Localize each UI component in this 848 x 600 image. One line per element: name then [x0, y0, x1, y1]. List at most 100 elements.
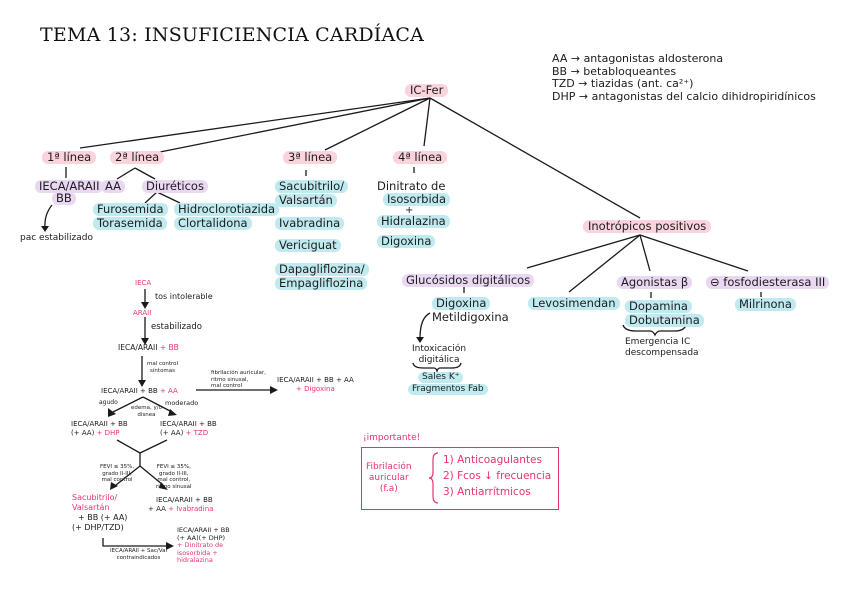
- aa-node: AA: [101, 180, 126, 193]
- flow-right-branch: IECA/ARAII + BB (+ AA) + TZD: [160, 420, 217, 438]
- agonistas-label: Agonistas β: [617, 276, 693, 289]
- arrowhead: [416, 337, 424, 343]
- note-line: IECA/ARAII + Sac/Val: [110, 548, 167, 554]
- levosimendan-node: Levosimendan: [528, 297, 620, 310]
- note-line: mal control: [211, 383, 243, 389]
- condition-line: (f.a): [379, 484, 398, 494]
- flow-step3: IECA/ARAII + BB: [118, 342, 179, 353]
- drug-item: Dopamina: [625, 300, 692, 313]
- arrowhead: [141, 302, 149, 309]
- flow-mal-control: mal control síntomas: [147, 361, 178, 374]
- thiazide-diuretics: Hidroclorotiazida Clortalidona: [174, 203, 280, 231]
- important-item: 2) Fcos ↓ frecuencia: [443, 470, 552, 482]
- note-line: mal control: [147, 361, 179, 367]
- flow-text: IECA/ARAII: [118, 343, 158, 352]
- drug-item: Metildigoxina: [432, 310, 509, 324]
- note-line: fibrilación auricular,: [211, 370, 266, 376]
- condition-line: Fibrilación: [366, 462, 412, 472]
- intox-line: digitálica: [418, 355, 460, 365]
- first-line-drug: IECA/ARAII: [35, 180, 104, 193]
- flow-bottom-note: IECA/ARAII + Sac/Val contraindicados: [110, 548, 167, 561]
- condition-line: auricular: [368, 473, 409, 483]
- fourth-line-label: 4ª línea: [393, 151, 448, 164]
- flow-text-highlight: Valsartán: [72, 503, 110, 512]
- arrowhead: [166, 542, 174, 550]
- connector-root-inotropicos: [429, 97, 641, 219]
- flow-estabilizado: estabilizado: [151, 322, 202, 332]
- flow-text: + AA: [148, 505, 166, 513]
- note-line: grado II-III,: [158, 470, 189, 477]
- legend-item: DHP → antagonistas del calcio dihidropir…: [552, 89, 816, 103]
- first-line-label: 1ª línea: [42, 151, 97, 164]
- flow-edema: edema, y/o disnea: [131, 405, 162, 418]
- drug-item: Vericiguat: [275, 239, 341, 252]
- flow-text-highlight: hidralazina: [177, 556, 213, 564]
- treatment-item: Sales K⁺: [418, 372, 464, 383]
- agonistas-drugs: Dopamina Dobutamina: [625, 300, 704, 328]
- flow-moderado: moderado: [165, 399, 199, 407]
- root-node: IC-Fer: [405, 84, 449, 97]
- arrowhead: [168, 409, 177, 416]
- fourth-line-drugs: Dinitrato de Isosorbida + Hidralazina Di…: [377, 180, 451, 249]
- drug-item: Empagliflozina: [275, 277, 368, 290]
- note-line: ritmo sinusal,: [211, 376, 249, 383]
- flow-text-highlight: + Dinitrato de: [177, 541, 224, 549]
- drug-item: Hidralazina: [377, 215, 450, 228]
- flow-fevi-left: FEVI ≤ 35%, grado II-III, mal control: [100, 464, 134, 484]
- flow-ieca: IECA: [135, 279, 152, 287]
- note-line: edema, y/o: [131, 405, 162, 411]
- treatment-item: Fragmentos Fab: [408, 384, 488, 395]
- connector-root-3rd: [324, 97, 431, 151]
- connector-root-4th: [423, 97, 431, 147]
- intox-treatment: Sales K⁺ Fragmentos Fab: [408, 372, 488, 396]
- flow-text: IECA/ARAII + BB: [177, 526, 230, 534]
- agonistas-note: Emergencia IC descompensada: [625, 337, 699, 359]
- plus-sign: +: [405, 205, 414, 216]
- connector-root-2nd: [159, 97, 431, 153]
- arrowhead: [141, 338, 149, 345]
- note-line: FEVI ≤ 35%,: [100, 464, 135, 470]
- flow-agudo: agudo: [99, 399, 118, 406]
- drug-item: Digoxina: [377, 235, 436, 248]
- legend-item: TZD → tiazidas (ant. ca²⁺): [552, 77, 694, 90]
- arrowhead: [270, 386, 278, 394]
- flow-sacubitrilo: Sacubitrilo/ Valsartán + BB (+ AA) (+ DH…: [72, 493, 127, 533]
- flow-step4: IECA/ARAII + BB + AA: [101, 386, 178, 397]
- loop-diuretics: Furosemida Torasemida: [93, 203, 168, 231]
- milrinona-node: Milrinona: [735, 298, 796, 311]
- first-line-note: pac estabilizado: [20, 233, 93, 243]
- third-line-label: 3ª línea: [283, 151, 338, 164]
- legend-item: BB → betabloqueantes: [552, 64, 677, 78]
- note-line: contraindicados: [116, 554, 161, 561]
- flow-text: + BB (+ AA): [78, 513, 128, 522]
- flow-tos: tos intolerable: [155, 292, 213, 301]
- important-condition: Fibrilación auricular (f.a): [366, 462, 412, 495]
- fosfodiesterasa-label: ⊖ fosfodiesterasa III: [706, 276, 830, 289]
- first-line-drug: BB: [52, 192, 76, 205]
- drug-item: Torasemida: [93, 217, 167, 230]
- flow-text: (+ AA)(+ DHP): [177, 533, 226, 542]
- arrowhead: [110, 482, 118, 490]
- drug-item: Hidroclorotiazida: [174, 203, 280, 216]
- flow-text-highlight: + AA: [159, 387, 178, 395]
- arrowhead: [108, 408, 116, 417]
- flow-text-highlight: + TZD: [185, 429, 209, 437]
- flow-ivabradina: IECA/ARAII + BB + AA + Ivabradina: [148, 496, 213, 514]
- important-item: 1) Anticoagulantes: [443, 454, 542, 466]
- flow-text-highlight: + DHP: [96, 429, 120, 437]
- arrowhead: [159, 482, 168, 490]
- flow-text: IECA/ARAII + BB: [71, 420, 128, 428]
- note-line: FEVI ≤ 35%,: [156, 464, 191, 470]
- flow-text: IECA/ARAII + BB: [101, 387, 158, 395]
- important-item: 3) Antiarrítmicos: [443, 486, 531, 498]
- drug-item: Dobutamina: [625, 314, 704, 327]
- note-line: disnea: [137, 411, 156, 418]
- flow-text-highlight: + Ivabradina: [168, 505, 214, 513]
- flow-text: (+ AA): [160, 429, 184, 437]
- flow-araii: ARAII: [133, 309, 152, 317]
- important-box: [361, 447, 559, 510]
- inotropicos-label: Inotrópicos positivos: [583, 220, 712, 233]
- drug-item: Furosemida: [93, 203, 168, 216]
- flow-text-highlight: + BB: [159, 343, 179, 352]
